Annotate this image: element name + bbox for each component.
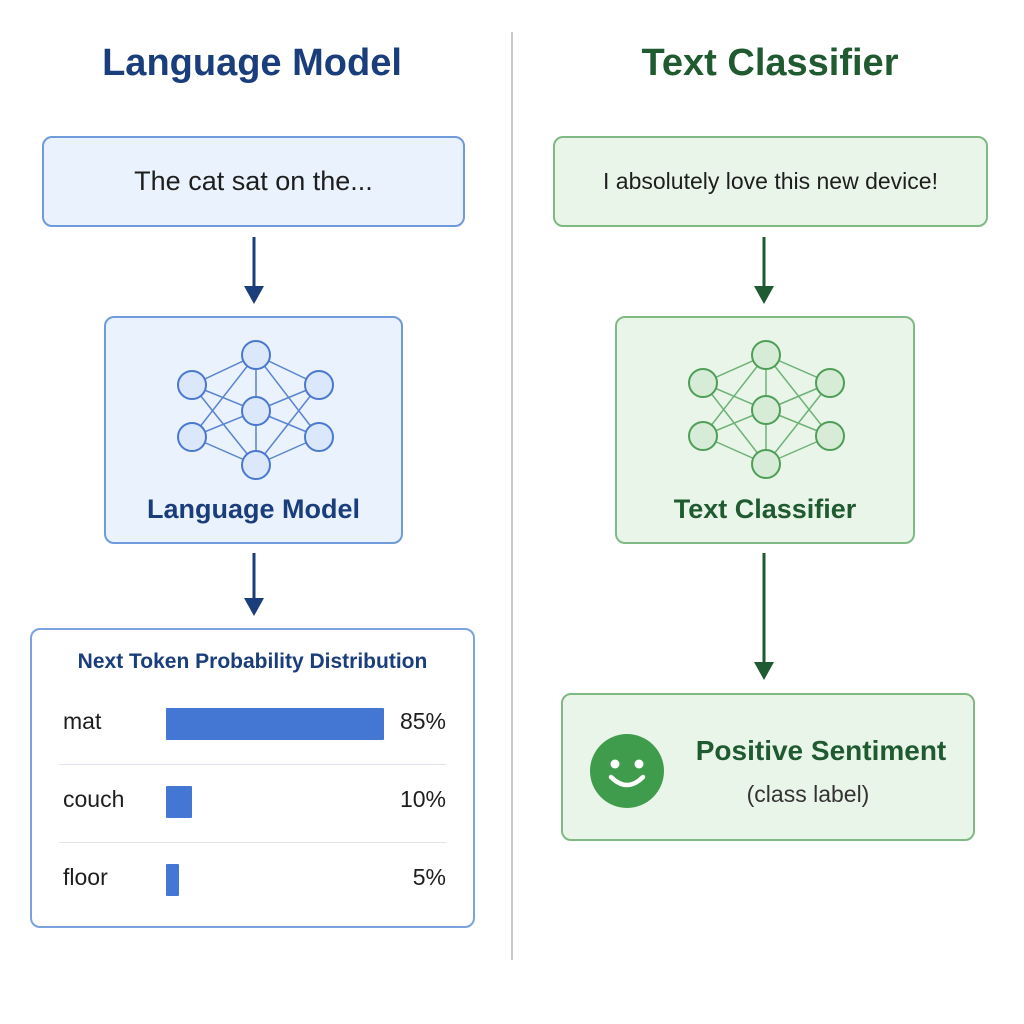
arrow-head-lm-to-distribution <box>244 598 264 616</box>
result-title: Positive Sentiment <box>695 735 947 766</box>
text-classifier-heading: Text Classifier <box>641 42 899 84</box>
text-classifier-box: Text Classifier <box>615 316 915 544</box>
row-separator <box>59 764 446 765</box>
language-model-label: Language Model <box>146 494 360 524</box>
language-model-heading: Language Model <box>102 42 402 84</box>
probability-bar <box>166 864 179 896</box>
neural-network-icon <box>688 340 845 479</box>
probability-bar <box>166 708 384 740</box>
token-label: mat <box>63 708 102 734</box>
token-label: couch <box>63 786 125 812</box>
probability-value: 5% <box>412 864 446 890</box>
lm-input-text: The cat sat on the... <box>134 166 373 196</box>
arrow-head-input-to-lm <box>244 286 264 304</box>
classifier-input-text: I absolutely love this new device! <box>603 168 938 194</box>
smiley-icon <box>590 734 664 808</box>
language-model-box: Language Model <box>104 316 403 544</box>
lm-input-box: The cat sat on the... <box>42 136 465 227</box>
distribution-row: couch 10% <box>32 764 473 842</box>
distribution-row: floor 5% <box>32 842 473 920</box>
result-subtitle: (class label) <box>746 781 870 807</box>
panel-divider <box>511 32 513 960</box>
arrow-head-classifier-to-result <box>754 662 774 680</box>
row-separator <box>59 842 446 843</box>
probability-value: 10% <box>399 786 446 812</box>
probability-distribution-panel: Next Token Probability Distribution mat 8… <box>30 628 475 928</box>
probability-value: 85% <box>399 708 446 734</box>
arrow-head-input-to-classifier <box>754 286 774 304</box>
classifier-input-box: I absolutely love this new device! <box>553 136 988 227</box>
distribution-row: mat 85% <box>32 686 473 764</box>
probability-bar <box>166 786 192 818</box>
distribution-title: Next Token Probability Distribution <box>77 650 428 673</box>
token-label: floor <box>63 864 108 890</box>
sentiment-result-box: Positive Sentiment (class label) <box>561 693 975 841</box>
text-classifier-label: Text Classifier <box>673 494 857 524</box>
neural-network-icon <box>177 340 334 480</box>
